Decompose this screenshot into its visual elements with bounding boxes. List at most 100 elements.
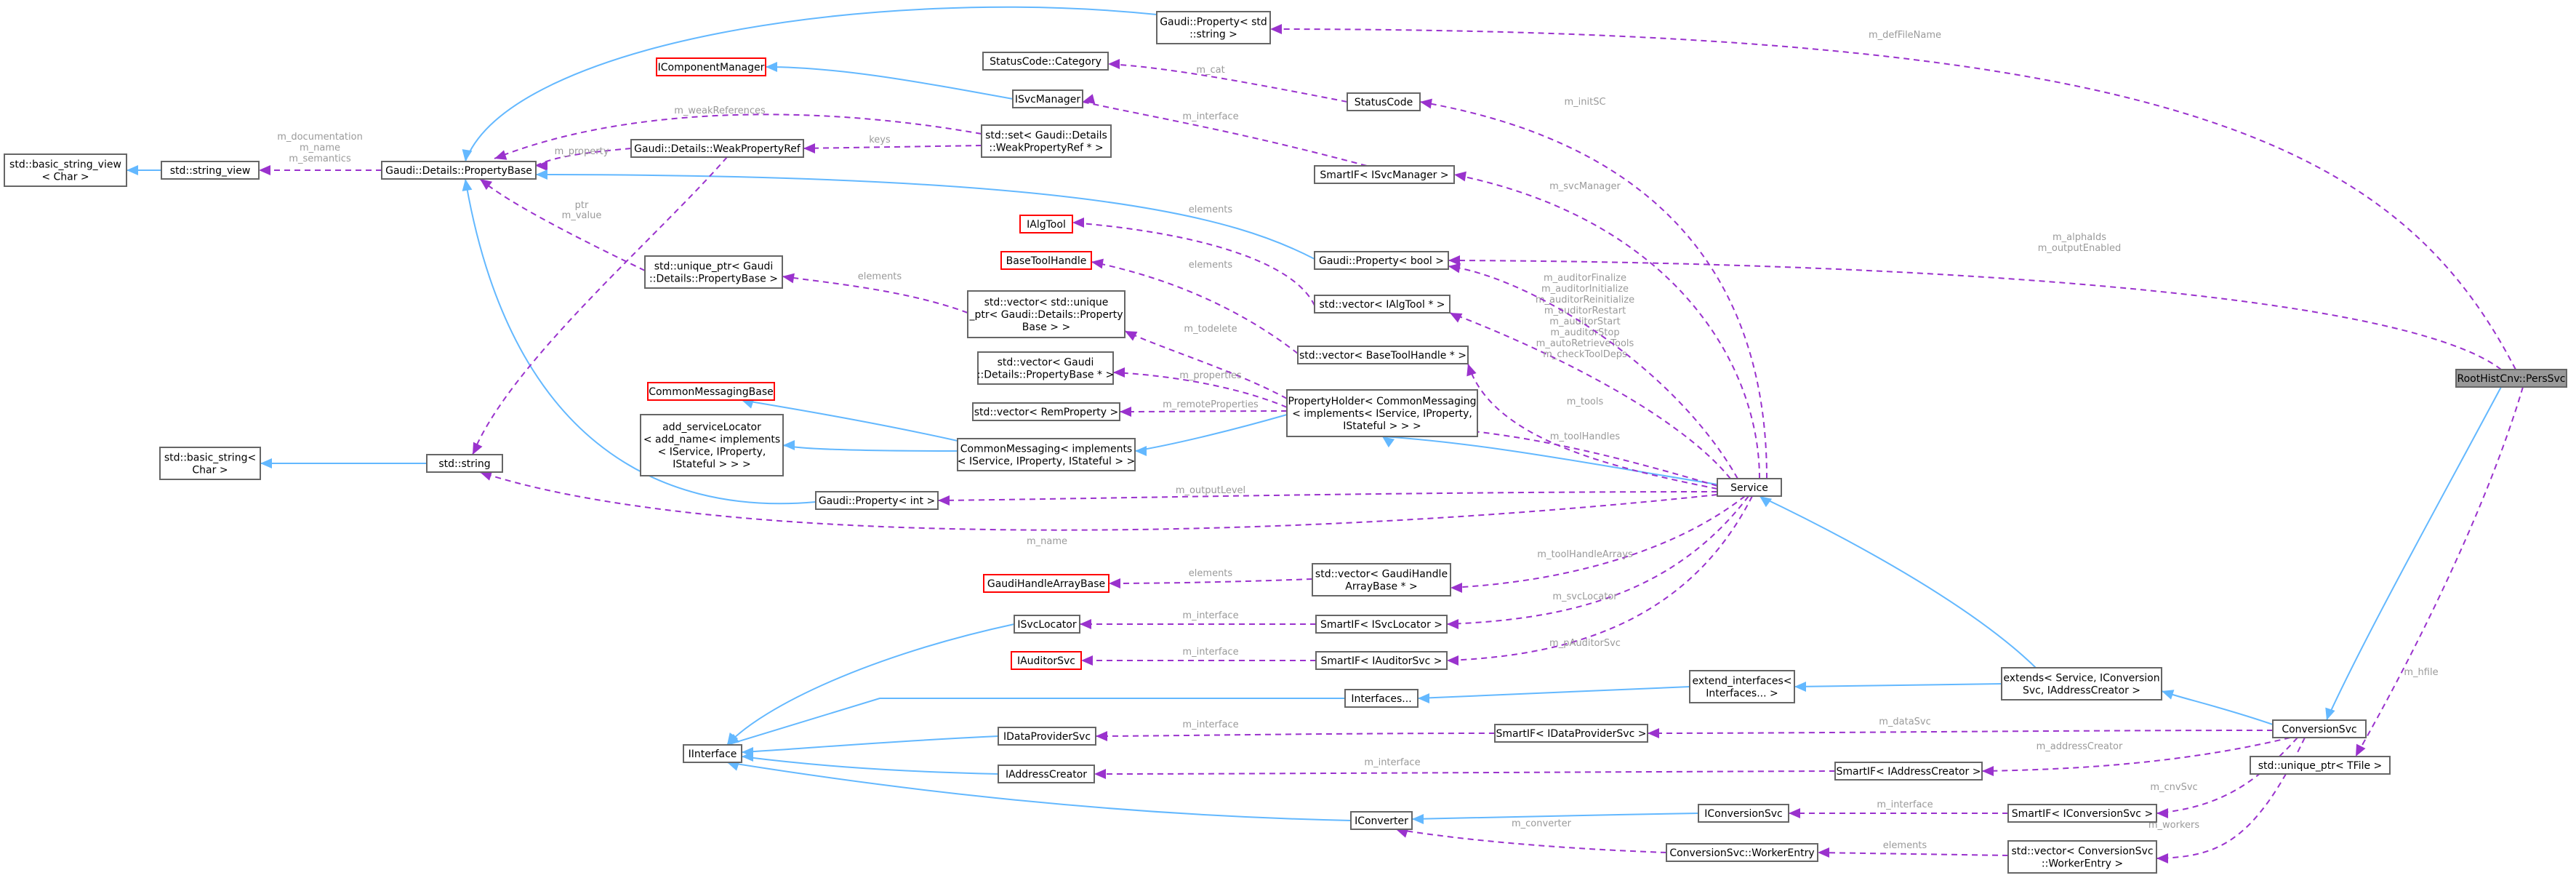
usage-edge bbox=[479, 178, 646, 271]
node-label: ISvcLocator bbox=[1017, 619, 1076, 631]
class-node-service[interactable]: Service bbox=[1717, 478, 1782, 497]
class-node-extends[interactable]: extends< Service, IConversionSvc, IAddre… bbox=[2001, 667, 2162, 701]
edge-label: m_converter bbox=[1512, 818, 1572, 829]
class-node-iauditorsvc[interactable]: IAuditorSvc bbox=[1011, 651, 1082, 670]
class-node-iinterface[interactable]: IInterface bbox=[683, 744, 742, 763]
node-label: IStateful > > > bbox=[1343, 420, 1421, 432]
arrowhead bbox=[1091, 258, 1104, 269]
edge-label: m_toolHandles bbox=[1550, 431, 1621, 442]
class-node-prop-bool[interactable]: Gaudi::Property< bool > bbox=[1314, 251, 1449, 270]
class-node-prop-base[interactable]: Gaudi::Details::PropertyBase bbox=[381, 161, 537, 180]
node-label: std::string bbox=[438, 458, 490, 470]
class-node-vec-bth[interactable]: std::vector< BaseToolHandle * > bbox=[1297, 346, 1469, 364]
class-node-smartif-aud[interactable]: SmartIF< IAuditorSvc > bbox=[1315, 651, 1448, 670]
class-node-ialgtool[interactable]: IAlgTool bbox=[1019, 215, 1073, 234]
arrowhead bbox=[1418, 693, 1429, 703]
class-node-weakref[interactable]: Gaudi::Details::WeakPropertyRef bbox=[630, 139, 804, 158]
class-node-uptr-tfile[interactable]: std::unique_ptr< TFile > bbox=[2250, 756, 2391, 775]
class-node-iconvsvc[interactable]: IConversionSvc bbox=[1698, 804, 1789, 823]
class-node-ph[interactable]: PropertyHolder< CommonMessaging< impleme… bbox=[1286, 389, 1478, 437]
arrowhead bbox=[260, 458, 272, 468]
node-label: IDataProviderSvc bbox=[1003, 731, 1091, 743]
node-box bbox=[1314, 251, 1449, 270]
edge-label-line: m_documentation bbox=[277, 132, 363, 143]
class-node-roothist[interactable]: RootHistCnv::PersSvc bbox=[2455, 369, 2567, 388]
usage-edge bbox=[803, 143, 982, 153]
arrowhead bbox=[1120, 407, 1131, 417]
arrowhead bbox=[127, 165, 138, 175]
node-box bbox=[1834, 762, 1983, 781]
arrowhead bbox=[494, 150, 507, 160]
edge-label-line: m_auditorStop bbox=[1550, 327, 1619, 338]
class-node-isvcloc[interactable]: ISvcLocator bbox=[1014, 615, 1080, 634]
edge-label-line: m_remoteProperties bbox=[1163, 399, 1259, 410]
class-node-convsvc[interactable]: ConversionSvc bbox=[2272, 719, 2367, 738]
arrowhead bbox=[1794, 682, 1806, 692]
class-node-icompmgr[interactable]: IComponentManager bbox=[656, 57, 766, 76]
usage-edge bbox=[1269, 24, 2516, 370]
class-node-status-cat[interactable]: StatusCode::Category bbox=[982, 52, 1109, 71]
class-node-string[interactable]: std::string bbox=[426, 454, 503, 473]
class-node-set-weak[interactable]: std::set< Gaudi::Details::WeakPropertyRe… bbox=[981, 124, 1112, 158]
class-node-smartif-svcmgr[interactable]: SmartIF< ISvcManager > bbox=[1314, 165, 1455, 184]
arrowhead bbox=[462, 179, 473, 191]
edge-label: m_interface bbox=[1364, 757, 1420, 768]
node-label: IConversionSvc bbox=[1704, 808, 1783, 820]
class-node-ghab[interactable]: GaudiHandleArrayBase bbox=[983, 574, 1110, 593]
arrowhead bbox=[462, 149, 473, 161]
arrowhead bbox=[1094, 769, 1106, 779]
class-node-prop-int[interactable]: Gaudi::Property< int > bbox=[815, 491, 939, 510]
class-node-vec-pbptr[interactable]: std::vector< Gaudi::Details::PropertyBas… bbox=[977, 351, 1114, 385]
class-node-vec-uptr[interactable]: std::vector< std::unique_ptr< Gaudi::Det… bbox=[967, 290, 1126, 338]
node-label: IComponentManager bbox=[658, 62, 765, 73]
class-node-extend-if[interactable]: extend_interfaces<Interfaces... > bbox=[1689, 670, 1795, 703]
class-node-smartif-dp[interactable]: SmartIF< IDataProviderSvc > bbox=[1494, 724, 1648, 743]
class-node-vec-ialgtool[interactable]: std::vector< IAlgTool * > bbox=[1314, 295, 1450, 314]
edge-label: m_dataSvc bbox=[1879, 717, 1931, 727]
edge-label-line: m_interface bbox=[1182, 111, 1238, 122]
class-node-vec-ghab[interactable]: std::vector< GaudiHandleArrayBase * > bbox=[1312, 563, 1451, 596]
class-node-cmb[interactable]: CommonMessagingBase bbox=[647, 382, 775, 401]
class-node-vec-worker[interactable]: std::vector< ConversionSvc::WorkerEntry … bbox=[2007, 840, 2157, 874]
node-label: Char > bbox=[192, 465, 228, 476]
class-node-interfaces[interactable]: Interfaces... bbox=[1344, 689, 1419, 708]
node-label: std::basic_string_view bbox=[9, 159, 121, 171]
class-node-cm[interactable]: CommonMessaging< implements< IService, I… bbox=[957, 438, 1136, 471]
node-box bbox=[1494, 724, 1648, 743]
edge-label-line: m_interface bbox=[1182, 719, 1238, 730]
class-node-unique-ptr-pb[interactable]: std::unique_ptr< Gaudi::Details::Propert… bbox=[644, 255, 783, 289]
class-node-smartif-ac[interactable]: SmartIF< IAddressCreator > bbox=[1834, 762, 1983, 781]
class-node-basetoolhandle[interactable]: BaseToolHandle bbox=[1000, 251, 1092, 270]
edge-label: m_interface bbox=[1877, 799, 1933, 810]
class-node-basic-string-view[interactable]: std::basic_string_view< Char > bbox=[4, 153, 127, 187]
node-box bbox=[1698, 804, 1789, 823]
inheritance-edge bbox=[1381, 436, 1718, 485]
class-node-worker[interactable]: ConversionSvc::WorkerEntry bbox=[1666, 843, 1818, 862]
node-label: _ptr< Gaudi::Details::Property bbox=[968, 309, 1123, 321]
node-label: PropertyHolder< CommonMessaging bbox=[1288, 396, 1476, 407]
edge-label-line: m_initSC bbox=[1564, 97, 1605, 108]
node-label: IAlgTool bbox=[1027, 219, 1066, 231]
usage-edge bbox=[1095, 731, 1496, 741]
node-label: Gaudi::Property< int > bbox=[819, 495, 935, 507]
arrowhead bbox=[480, 179, 493, 191]
class-node-string-view[interactable]: std::string_view bbox=[161, 161, 260, 180]
class-node-add-sl[interactable]: add_serviceLocator< add_name< implements… bbox=[640, 414, 784, 476]
class-node-statuscode[interactable]: StatusCode bbox=[1347, 92, 1421, 111]
usage-edge bbox=[1453, 171, 1760, 479]
class-node-prop-string[interactable]: Gaudi::Property< std::string > bbox=[1156, 11, 1271, 44]
class-node-iaddrc[interactable]: IAddressCreator bbox=[998, 765, 1095, 783]
node-label: std::vector< RemProperty > bbox=[974, 407, 1118, 418]
class-node-smartif-cs[interactable]: SmartIF< IConversionSvc > bbox=[2007, 804, 2157, 823]
class-node-iconverter[interactable]: IConverter bbox=[1350, 811, 1413, 830]
class-node-vec-remprop[interactable]: std::vector< RemProperty > bbox=[972, 402, 1120, 421]
arrowhead bbox=[2356, 743, 2366, 757]
class-node-smartif-svcloc[interactable]: SmartIF< ISvcLocator > bbox=[1315, 615, 1448, 634]
class-node-idataprov[interactable]: IDataProviderSvc bbox=[998, 727, 1096, 746]
class-node-basic-string[interactable]: std::basic_string<Char > bbox=[159, 447, 261, 480]
class-node-isvcmgr[interactable]: ISvcManager bbox=[1012, 89, 1083, 108]
edge-label-line: m_svcManager bbox=[1549, 181, 1621, 192]
node-label: IAuditorSvc bbox=[1017, 655, 1075, 667]
